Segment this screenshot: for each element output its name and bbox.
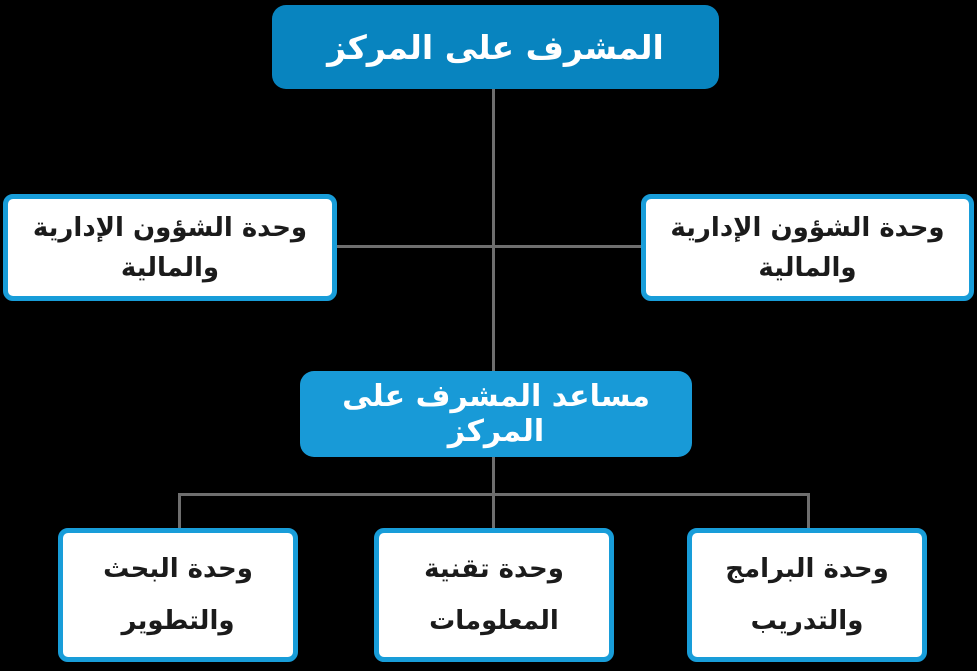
node-programs-training-unit: وحدة البرامج والتدريب xyxy=(687,528,927,662)
node-programs-training-unit-line1: وحدة البرامج xyxy=(725,554,889,584)
connector-assistant-drop xyxy=(492,457,495,494)
node-programs-training-unit-line2: والتدريب xyxy=(750,606,864,636)
node-information-technology-unit-line1: وحدة تقنية xyxy=(424,554,564,584)
connector-admin-units-crossbar xyxy=(336,245,642,248)
node-admin-finance-unit-right-line2: والمالية xyxy=(758,252,857,283)
node-information-technology-unit-line2: المعلومات xyxy=(429,606,559,636)
connector-drop-programs-unit xyxy=(807,493,810,528)
connector-drop-it-unit xyxy=(492,493,495,528)
node-center-supervisor-label: المشرف على المركز xyxy=(327,27,664,67)
connector-supervisor-to-assistant xyxy=(492,89,495,371)
node-admin-finance-unit-right-line1: وحدة الشؤون الإدارية xyxy=(670,212,945,243)
node-admin-finance-unit-left-line1: وحدة الشؤون الإدارية xyxy=(32,212,308,243)
node-admin-finance-unit-left-line2: والمالية xyxy=(120,252,220,283)
node-admin-finance-unit-right: وحدة الشؤون الإدارية والمالية xyxy=(641,194,974,301)
node-information-technology-unit: وحدة تقنية المعلومات xyxy=(374,528,614,662)
node-research-development-unit-line2: والتطوير xyxy=(121,606,235,636)
node-research-development-unit-line1: وحدة البحث xyxy=(103,554,253,584)
node-research-development-unit: وحدة البحث والتطوير xyxy=(58,528,298,662)
node-assistant-supervisor-label: مساعد المشرف على المركز xyxy=(342,379,650,449)
connector-drop-research-unit xyxy=(178,493,181,528)
node-assistant-supervisor: مساعد المشرف على المركز xyxy=(300,371,692,457)
node-admin-finance-unit-left: وحدة الشؤون الإدارية والمالية xyxy=(3,194,337,301)
node-center-supervisor: المشرف على المركز xyxy=(272,5,719,89)
